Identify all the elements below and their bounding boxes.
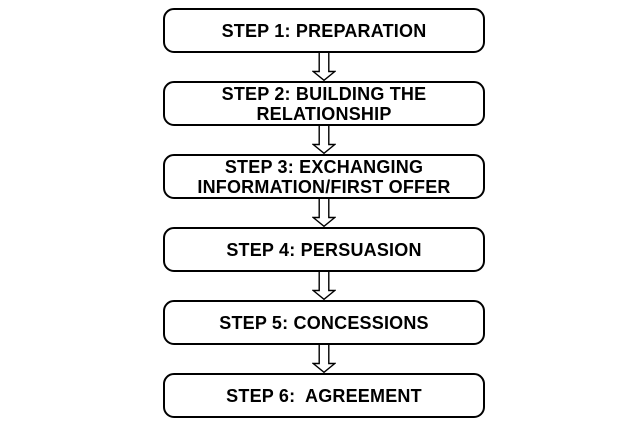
- connector-5: [163, 345, 485, 373]
- connector-1: [163, 53, 485, 81]
- step-5-box: STEP 5: CONCESSIONS: [163, 300, 485, 345]
- step-1-box: STEP 1: PREPARATION: [163, 8, 485, 53]
- step-3-label: STEP 3: EXCHANGING INFORMATION/FIRST OFF…: [197, 156, 451, 197]
- step-6-box: STEP 6: AGREEMENT: [163, 373, 485, 418]
- down-arrow-icon: [312, 53, 336, 81]
- step-4-box: STEP 4: PERSUASION: [163, 227, 485, 272]
- down-arrow-icon: [312, 345, 336, 373]
- connector-3: [163, 199, 485, 227]
- step-2-label: STEP 2: BUILDING THE RELATIONSHIP: [221, 83, 427, 124]
- flowchart-column: STEP 1: PREPARATION STEP 2: BUILDING THE…: [163, 8, 485, 418]
- step-2-box: STEP 2: BUILDING THE RELATIONSHIP: [163, 81, 485, 126]
- step-5-label: STEP 5: CONCESSIONS: [219, 312, 429, 333]
- down-arrow-icon: [312, 272, 336, 300]
- down-arrow-icon: [312, 199, 336, 227]
- down-arrow-icon: [312, 126, 336, 154]
- connector-4: [163, 272, 485, 300]
- step-6-label: STEP 6: AGREEMENT: [226, 385, 422, 406]
- step-1-label: STEP 1: PREPARATION: [221, 20, 427, 41]
- connector-2: [163, 126, 485, 154]
- step-4-label: STEP 4: PERSUASION: [226, 239, 422, 260]
- step-3-box: STEP 3: EXCHANGING INFORMATION/FIRST OFF…: [163, 154, 485, 199]
